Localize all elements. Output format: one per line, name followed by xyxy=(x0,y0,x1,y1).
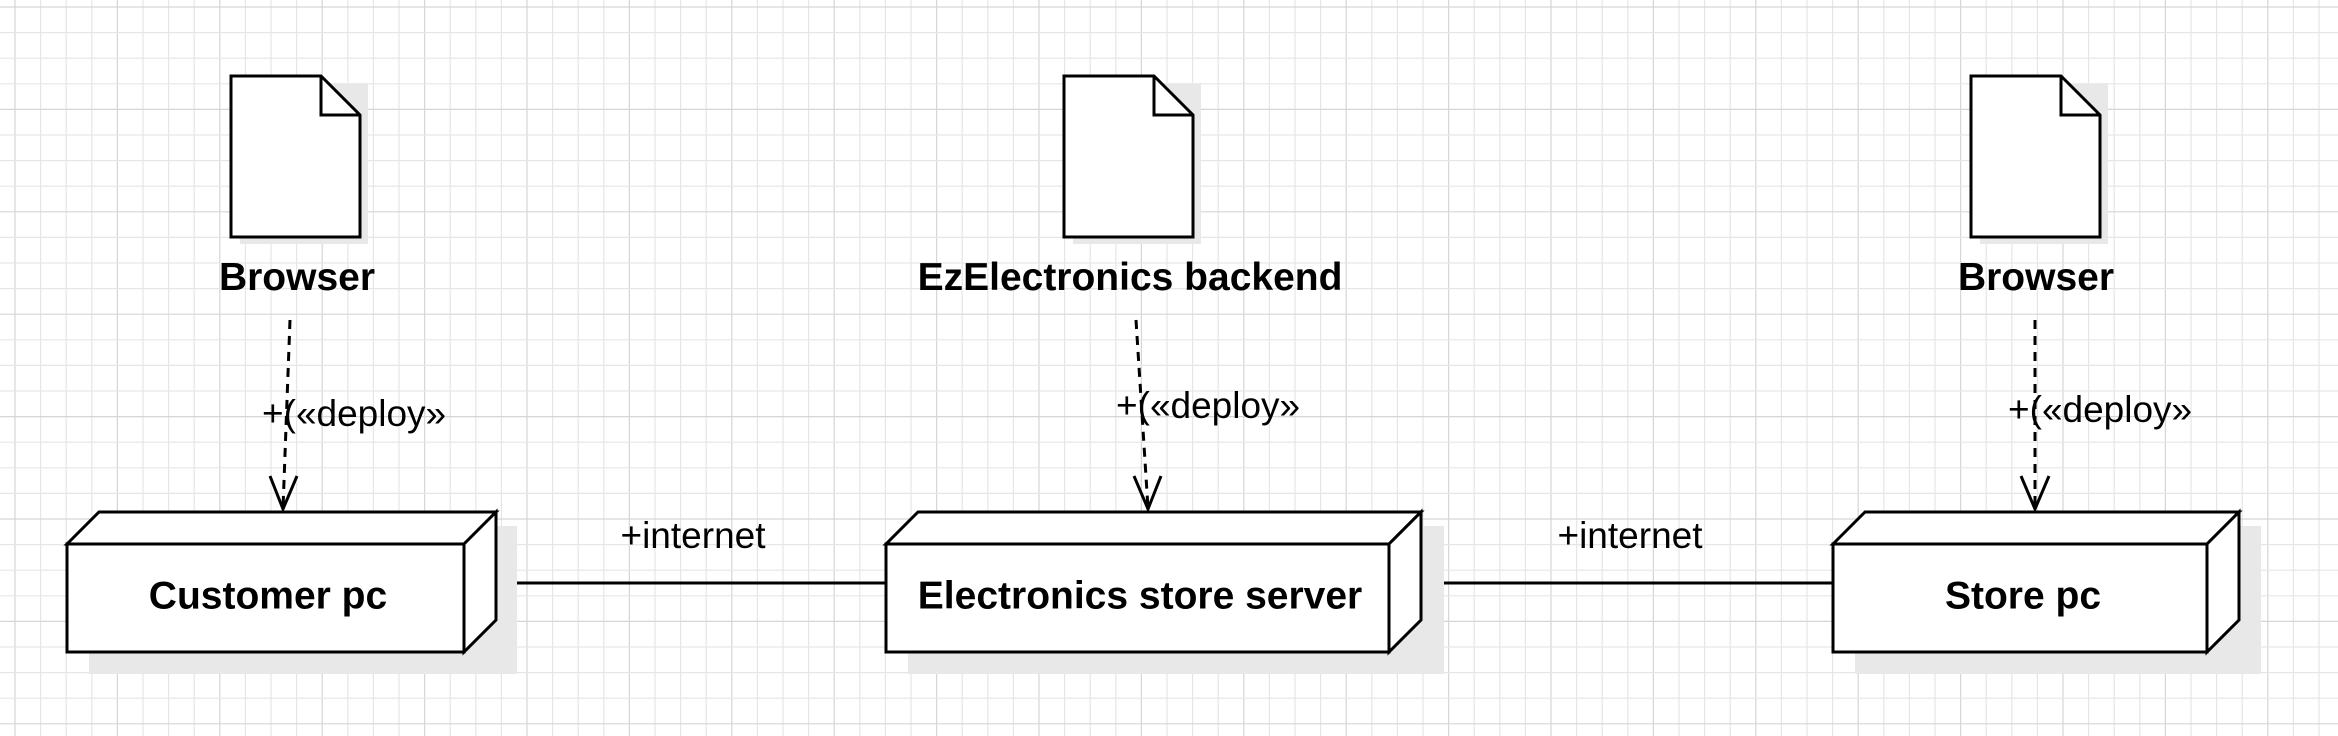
node-label: Customer pc xyxy=(149,574,387,617)
artifact-browser-customer[interactable]: Browser xyxy=(219,74,375,299)
document-fold xyxy=(1152,76,1193,117)
artifact-ezelectronics-backend[interactable]: EzElectronics backend xyxy=(918,74,1343,299)
artifact-label: Browser xyxy=(219,256,375,299)
open-arrow-head xyxy=(2019,475,2051,513)
node-top-face xyxy=(1829,510,2243,546)
deploy-dependency-1[interactable]: +(«deploy» xyxy=(262,319,446,513)
node-top-face xyxy=(63,510,500,546)
node-top-face xyxy=(882,510,1425,546)
node-label: Electronics store server xyxy=(918,574,1362,617)
deploy-dependency-3[interactable]: +(«deploy» xyxy=(2008,320,2192,513)
open-arrow-head xyxy=(1132,475,1163,513)
artifact-label: EzElectronics backend xyxy=(918,256,1343,299)
artifact-label: Browser xyxy=(1958,256,2114,299)
document-fold xyxy=(2059,76,2100,117)
deploy-dependency-2[interactable]: +(«deploy» xyxy=(1116,319,1300,513)
node-label: Store pc xyxy=(1945,574,2101,617)
node-customer-pc[interactable]: Customer pc xyxy=(63,508,517,674)
deploy-label: +(«deploy» xyxy=(2008,389,2192,430)
deploy-label: +(«deploy» xyxy=(1116,385,1300,426)
connection-label: +internet xyxy=(1557,515,1703,556)
document-icon xyxy=(1969,74,2102,239)
node-electronics-store-server[interactable]: Electronics store server xyxy=(882,508,1444,674)
open-arrow-head xyxy=(268,475,299,513)
connection-label: +internet xyxy=(620,515,766,556)
connection-internet-1[interactable]: +internet xyxy=(503,515,885,585)
node-store-pc[interactable]: Store pc xyxy=(1829,508,2261,674)
connection-internet-2[interactable]: +internet xyxy=(1428,515,1832,585)
deploy-label: +(«deploy» xyxy=(262,393,446,434)
node-front-face xyxy=(1831,542,2209,654)
node-front-face xyxy=(65,542,466,654)
node-front-face xyxy=(884,542,1391,654)
document-icon xyxy=(229,74,362,239)
document-icon xyxy=(1062,74,1195,239)
document-fold xyxy=(319,76,360,117)
artifact-browser-store[interactable]: Browser xyxy=(1958,74,2114,299)
